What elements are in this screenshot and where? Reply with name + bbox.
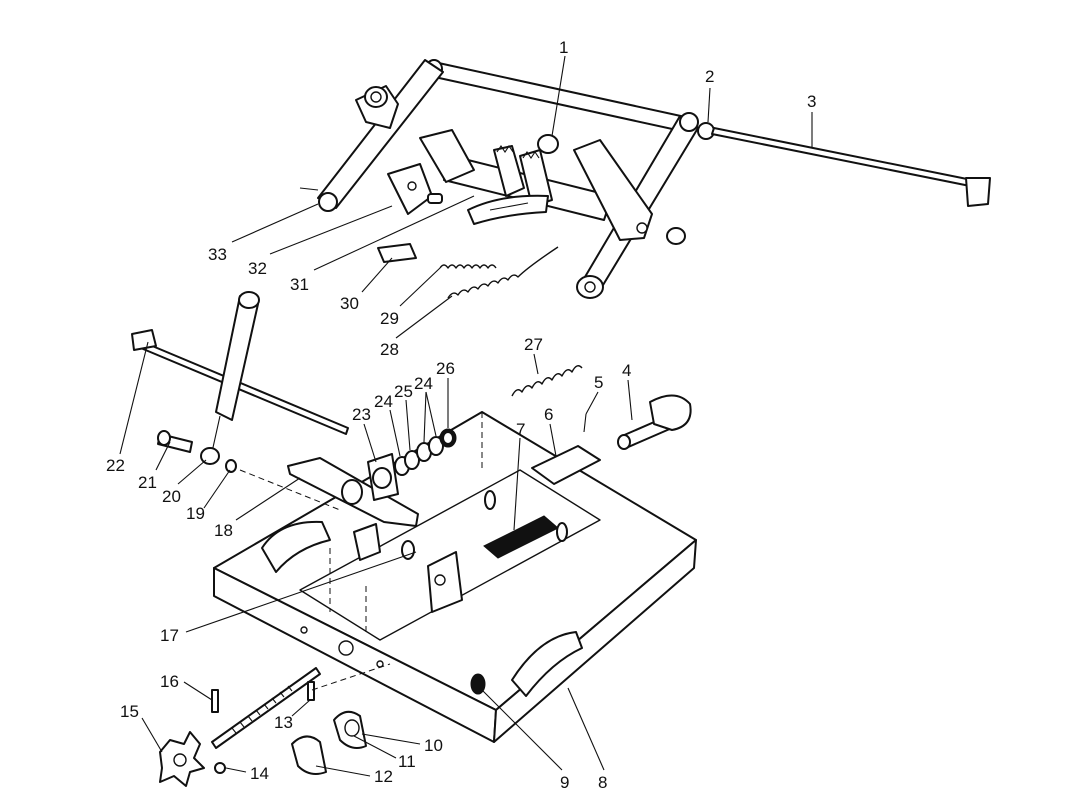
rod-handle <box>965 177 991 207</box>
callout-16: 16 <box>160 672 179 691</box>
callout-20: 20 <box>162 487 181 506</box>
washer-part-25 <box>404 450 420 470</box>
slotted-guide-plate <box>467 194 549 225</box>
leader-lines <box>119 55 813 777</box>
callout-26: 26 <box>436 359 455 378</box>
callout-labels: 1 2 3 4 5 6 7 8 9 10 11 12 13 14 15 16 1… <box>106 38 816 792</box>
callout-21: 21 <box>138 473 157 492</box>
callout-8: 8 <box>598 773 607 792</box>
callout-22: 22 <box>106 456 125 475</box>
callout-29: 29 <box>380 309 399 328</box>
callout-14: 14 <box>250 764 269 783</box>
callout-10: 10 <box>424 736 443 755</box>
washer-part-2 <box>697 122 715 140</box>
pad-part-30 <box>377 243 417 263</box>
callout-7: 7 <box>516 420 525 439</box>
callout-24a: 24 <box>374 392 393 411</box>
pin-part-13 <box>307 681 315 701</box>
callout-24b: 24 <box>414 374 433 393</box>
rear-cross-bar <box>429 61 691 133</box>
pin-part-16 <box>211 689 219 713</box>
callout-4: 4 <box>622 361 631 380</box>
adjuster-assembly <box>159 667 367 787</box>
callout-28: 28 <box>380 340 399 359</box>
callout-12: 12 <box>374 767 393 786</box>
spring-part-28 <box>447 246 559 299</box>
callout-9: 9 <box>560 773 569 792</box>
callout-19: 19 <box>186 504 205 523</box>
callout-3: 3 <box>807 92 816 111</box>
threaded-rod-part-15 <box>211 667 321 749</box>
callout-25: 25 <box>394 382 413 401</box>
bushing-part-1 <box>537 134 559 154</box>
spring-part-29 <box>439 264 497 269</box>
callout-17: 17 <box>160 626 179 645</box>
alignment-lines <box>239 412 483 691</box>
gas-spring-part-20 <box>215 295 259 421</box>
callout-5: 5 <box>594 373 603 392</box>
ratchet-plate-right <box>519 149 553 207</box>
callout-31: 31 <box>290 275 309 294</box>
callout-15: 15 <box>120 702 139 721</box>
adjuster-hole <box>338 640 354 656</box>
roller-part-4 <box>649 394 692 431</box>
callout-2: 2 <box>705 67 714 86</box>
right-guide-channel <box>511 631 583 697</box>
callout-11: 11 <box>398 752 416 771</box>
callout-33: 33 <box>208 245 227 264</box>
callout-6: 6 <box>544 405 553 424</box>
right-mount-bracket <box>573 139 653 241</box>
bearing-stack <box>367 365 692 501</box>
callout-13: 13 <box>274 713 293 732</box>
slide-block <box>353 523 381 561</box>
release-rod-part-3 <box>711 127 973 187</box>
callout-32: 32 <box>248 259 267 278</box>
callout-18: 18 <box>214 521 233 540</box>
callout-27: 27 <box>524 335 543 354</box>
bushing-part-11 <box>344 719 360 737</box>
clamp-part-12 <box>291 735 327 775</box>
upper-linkage-assembly <box>317 59 991 299</box>
pin-part-31 <box>427 193 443 204</box>
cover-plate-part-6 <box>531 445 601 485</box>
callout-30: 30 <box>340 294 359 313</box>
callout-23: 23 <box>352 405 371 424</box>
spring-part-27 <box>511 365 583 397</box>
clip-part-19 <box>225 459 237 473</box>
clip-part-14 <box>214 762 226 774</box>
callout-1: 1 <box>559 38 568 57</box>
tube-end-plate-left <box>419 129 475 183</box>
base-frame-assembly <box>213 411 697 743</box>
frame-right-wall <box>493 539 697 743</box>
left-arm-pivot <box>318 192 338 212</box>
ratchet-plate-left <box>493 145 525 197</box>
screw-part-5 <box>583 413 587 433</box>
left-parts <box>131 291 349 473</box>
rod-22-handle <box>131 329 157 351</box>
bushing-right <box>666 227 686 245</box>
left-guide-channel <box>261 520 331 573</box>
